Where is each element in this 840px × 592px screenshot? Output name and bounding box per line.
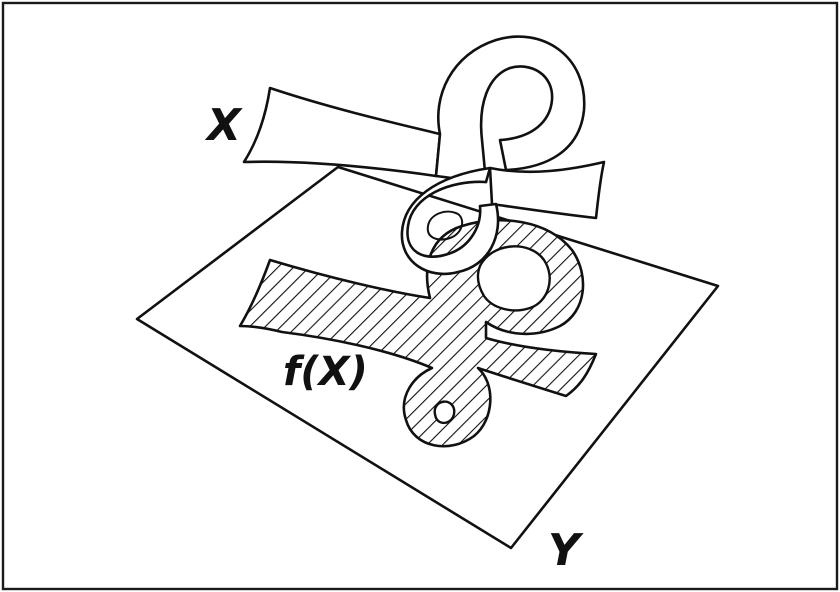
label-x: X [204, 100, 243, 151]
ribbon-x-upper-loop [436, 37, 584, 182]
ribbon-x-left-arm [244, 88, 440, 176]
label-y: Y [548, 525, 584, 576]
image-fx-small-hole [435, 402, 455, 423]
label-fx: f(X) [283, 349, 368, 395]
ribbon-x-lower-curl [402, 168, 498, 274]
image-fx-loop-hole [478, 246, 550, 310]
